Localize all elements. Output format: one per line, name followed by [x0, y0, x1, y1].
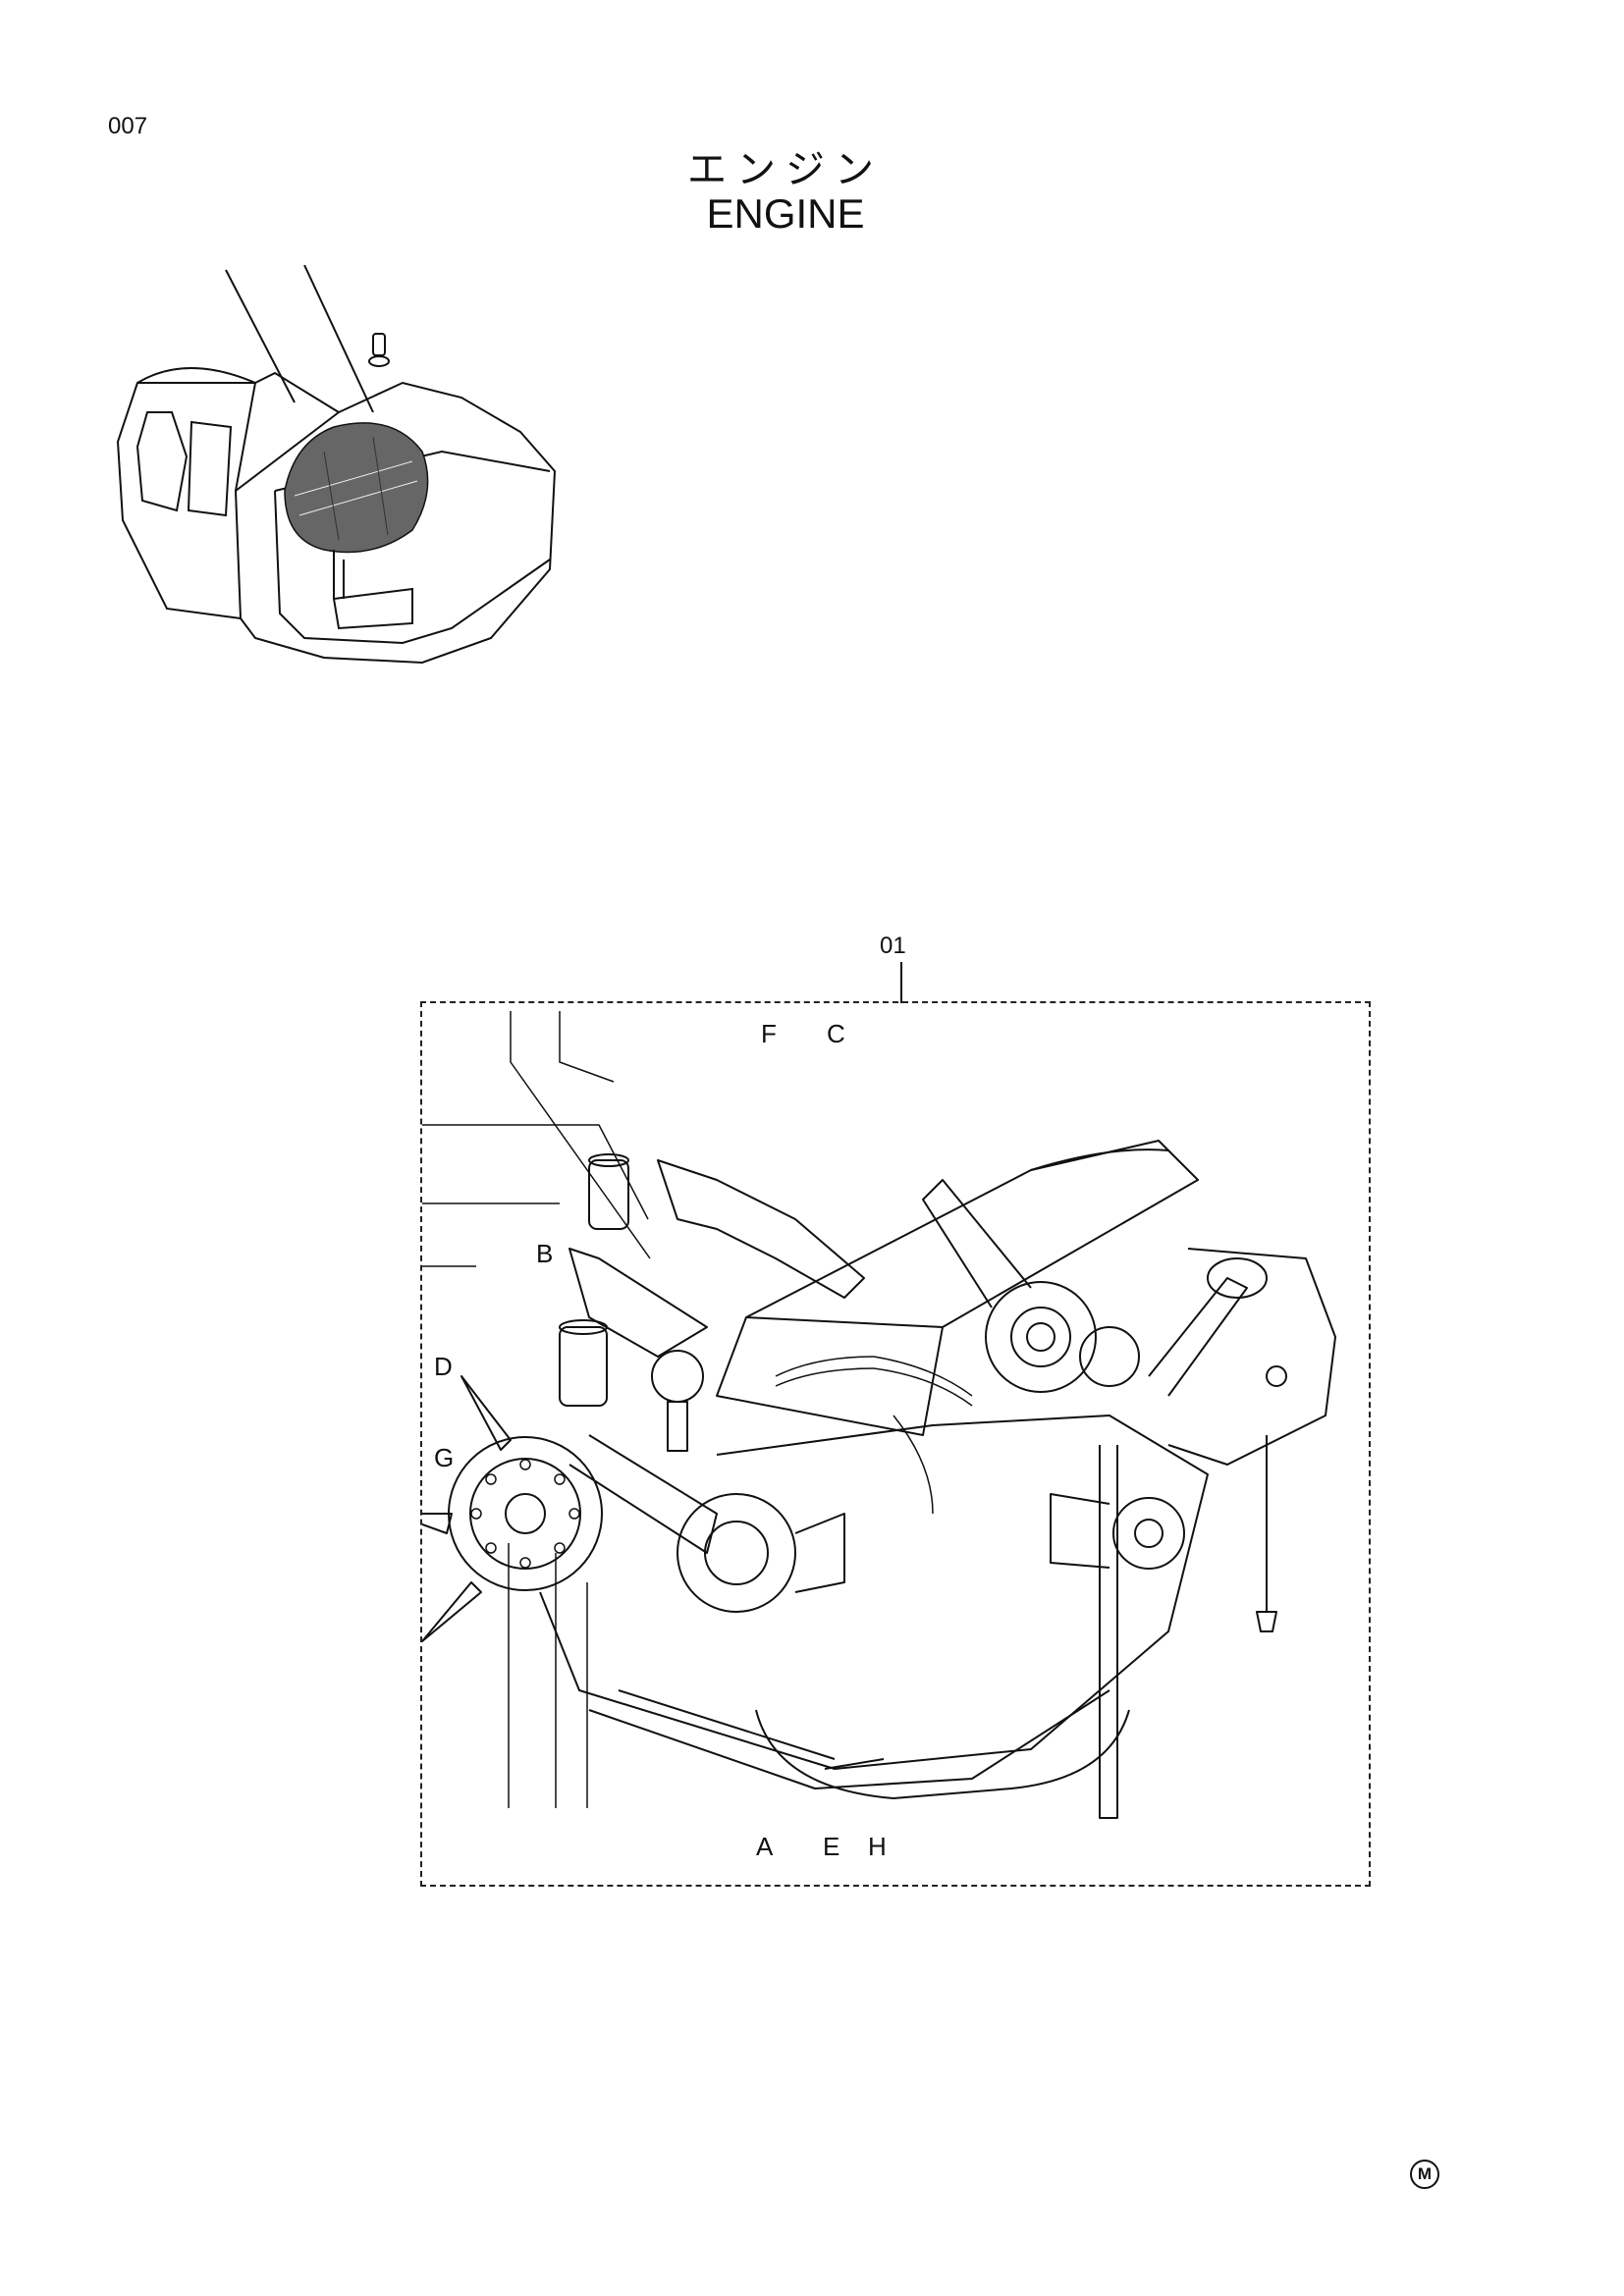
callout-g: G: [434, 1443, 455, 1472]
corner-circled-mark: M: [1410, 2160, 1439, 2189]
callout-e: E: [823, 1832, 840, 1861]
callout-a: A: [756, 1832, 774, 1861]
page-number: 007: [108, 113, 148, 139]
callout-c: C: [827, 1019, 845, 1048]
engine-illustration: [422, 1011, 1336, 1819]
title-english: ENGINE: [706, 190, 865, 237]
callout-b: B: [536, 1239, 554, 1268]
assembly-reference-label: 01: [880, 933, 906, 959]
engine-assembly-box: [420, 1001, 1371, 1887]
excavator-locator-illustration: [116, 265, 557, 665]
callout-f: F: [761, 1019, 777, 1048]
assembly-leader-line: [900, 962, 902, 1003]
callout-d: D: [434, 1352, 453, 1381]
callout-h: H: [868, 1832, 887, 1861]
title-japanese: エンジン: [687, 147, 884, 192]
